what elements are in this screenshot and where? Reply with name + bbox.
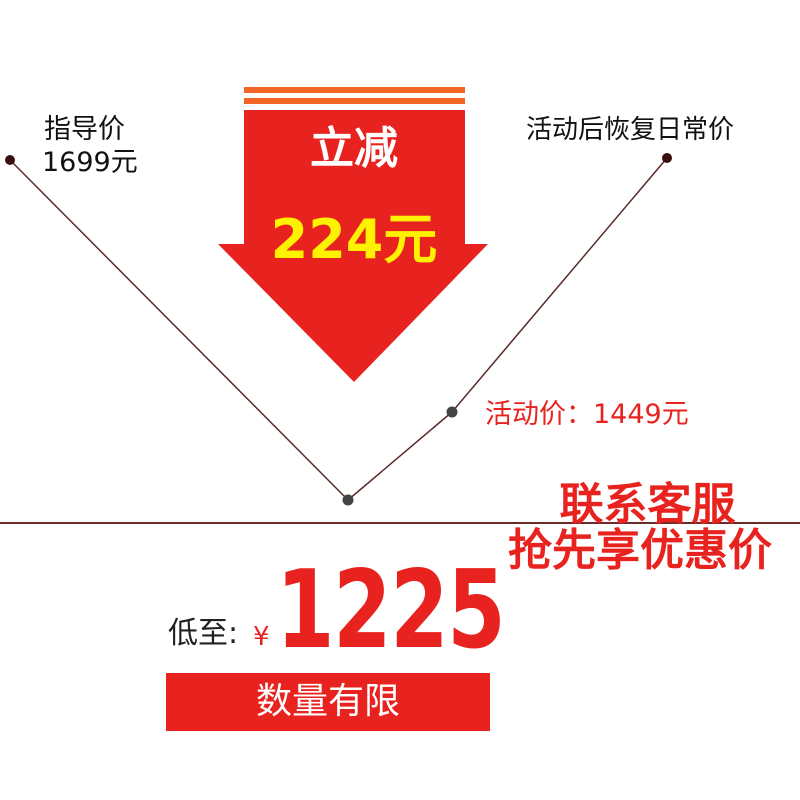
discount-arrow bbox=[218, 110, 488, 382]
activity-dot bbox=[446, 406, 458, 418]
after-dot bbox=[662, 153, 672, 163]
contact-service-text: 联系客服 bbox=[559, 479, 736, 530]
discount-amount: 224元 bbox=[270, 208, 438, 271]
activity-price-label: 活动价：1449元 bbox=[485, 399, 689, 430]
after-price-label: 活动后恢复日常价 bbox=[526, 115, 735, 145]
activity-line bbox=[347, 411, 453, 501]
low-price-value: 1225 bbox=[276, 548, 506, 673]
after-line bbox=[451, 157, 668, 413]
arrow-stripe-top bbox=[244, 87, 465, 93]
grab-discount-text: 抢先享优惠价 bbox=[508, 525, 772, 576]
guide-line bbox=[9, 159, 349, 501]
limited-quantity-banner: 数量有限 bbox=[166, 673, 490, 731]
bottom-dot bbox=[342, 494, 354, 506]
discount-title: 立减 bbox=[310, 123, 398, 174]
guide-price-label: 指导价 bbox=[44, 114, 125, 145]
guide-price-value: 1699元 bbox=[42, 147, 138, 178]
guide-dot bbox=[5, 155, 15, 165]
low-price-label: 低至: bbox=[168, 616, 239, 651]
currency-symbol: ¥ bbox=[253, 622, 270, 652]
arrow-stripe-bottom bbox=[244, 98, 465, 104]
